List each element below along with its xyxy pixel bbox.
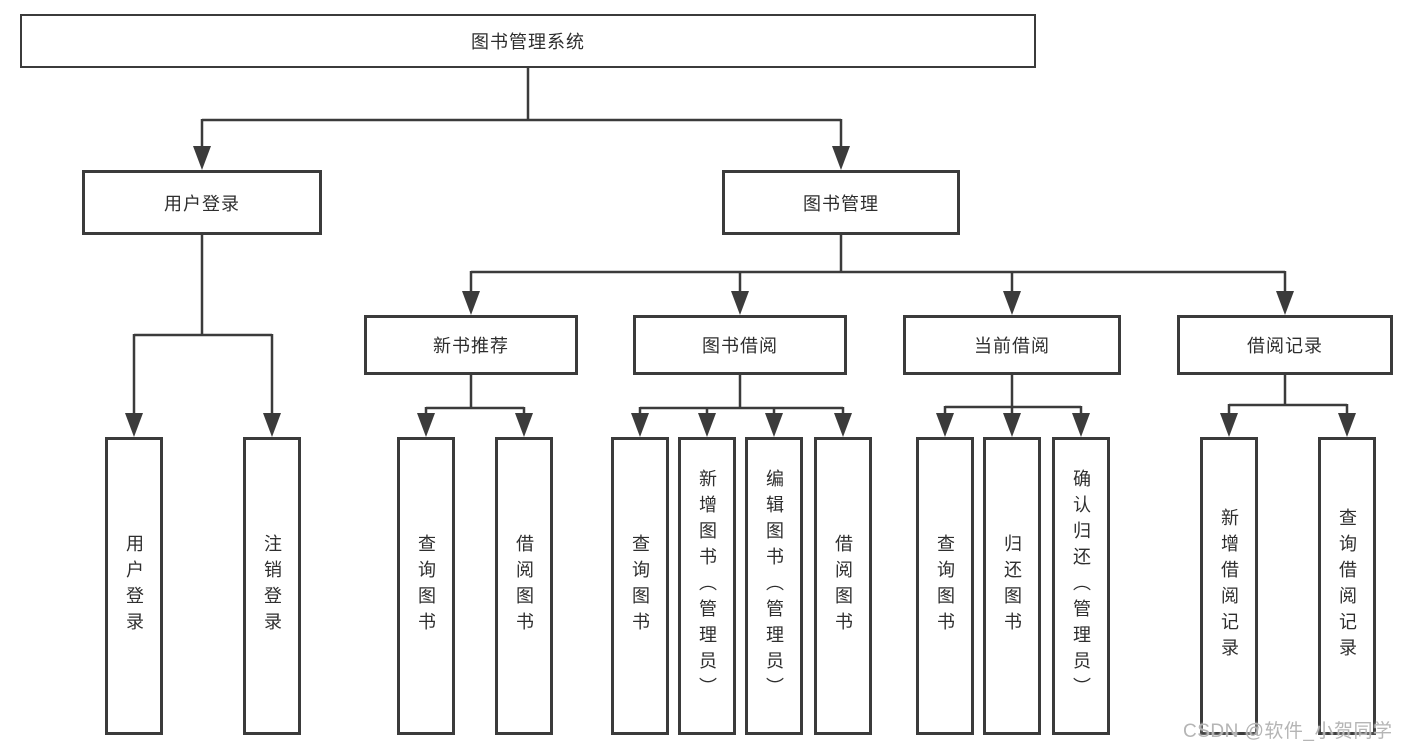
node-label: 查询图书 [630,534,650,638]
leaf-edit-books-admin: 编辑图书（管理员） [745,437,803,735]
arrowheads [125,146,1356,437]
edge-book-borrow-to-leaves [638,374,845,416]
edge-current-borrow-to-leaves [943,374,1083,416]
node-label: 借阅图书 [833,534,853,638]
node-book-management-branch: 图书管理 [722,170,960,235]
arrow-down-icon [193,146,211,170]
arrow-down-icon [462,291,480,315]
leaf-borrow-books-recommend: 借阅图书 [495,437,553,735]
arrow-down-icon [1338,413,1356,437]
edge-root-to-level2 [200,68,843,150]
arrow-down-icon [125,413,143,437]
node-label: 借阅记录 [1247,336,1323,356]
node-label: 查询图书 [935,534,955,638]
leaf-user-login: 用户登录 [105,437,163,735]
arrow-down-icon [515,413,533,437]
edge-new-book-recommend-to-leaves [424,374,526,416]
arrow-down-icon [1003,413,1021,437]
leaf-add-books-admin: 新增图书（管理员） [678,437,736,735]
arrow-down-icon [765,413,783,437]
node-label: 用户登录 [124,534,144,638]
arrow-down-icon [832,146,850,170]
arrow-down-icon [1220,413,1238,437]
edge-book-management-to-level3 [469,234,1287,296]
leaf-query-books-current: 查询图书 [916,437,974,735]
node-label: 确认归还（管理员） [1071,469,1091,703]
arrow-down-icon [834,413,852,437]
edge-user-login-to-leaves [132,234,274,416]
arrow-down-icon [631,413,649,437]
node-label: 当前借阅 [974,336,1050,356]
node-label: 查询借阅记录 [1337,508,1357,664]
arrow-down-icon [698,413,716,437]
arrow-down-icon [1003,291,1021,315]
node-new-book-recommendation: 新书推荐 [364,315,578,375]
leaf-borrow-books: 借阅图书 [814,437,872,735]
leaf-confirm-return-admin: 确认归还（管理员） [1052,437,1110,735]
node-label: 新增借阅记录 [1219,508,1239,664]
edge-borrow-records-to-leaves [1227,374,1349,416]
node-label: 新增图书（管理员） [697,469,717,703]
node-label: 用户登录 [164,193,240,214]
arrow-down-icon [936,413,954,437]
leaf-query-borrow-record: 查询借阅记录 [1318,437,1376,735]
node-current-borrowing: 当前借阅 [903,315,1121,375]
node-label: 归还图书 [1002,534,1022,638]
node-book-borrowing: 图书借阅 [633,315,847,375]
node-label: 查询图书 [416,534,436,638]
arrow-down-icon [1072,413,1090,437]
node-label: 借阅图书 [514,534,534,638]
leaf-add-borrow-record: 新增借阅记录 [1200,437,1258,735]
node-label: 图书管理 [803,193,879,214]
leaf-query-books-recommend: 查询图书 [397,437,455,735]
node-library-management-system: 图书管理系统 [20,14,1036,68]
node-user-login-branch: 用户登录 [82,170,322,235]
node-label: 编辑图书（管理员） [764,469,784,703]
leaf-return-books: 归还图书 [983,437,1041,735]
node-label: 图书借阅 [702,336,778,356]
arrow-down-icon [263,413,281,437]
csdn-watermark: CSDN @软件_小贺同学 [1183,721,1393,742]
node-label: 图书管理系统 [471,32,585,52]
arrow-down-icon [1276,291,1294,315]
arrow-down-icon [731,291,749,315]
arrow-down-icon [417,413,435,437]
leaf-logout: 注销登录 [243,437,301,735]
node-label: 注销登录 [262,534,282,638]
leaf-query-books-borrow: 查询图书 [611,437,669,735]
node-borrowing-records: 借阅记录 [1177,315,1393,375]
node-label: 新书推荐 [433,336,509,356]
